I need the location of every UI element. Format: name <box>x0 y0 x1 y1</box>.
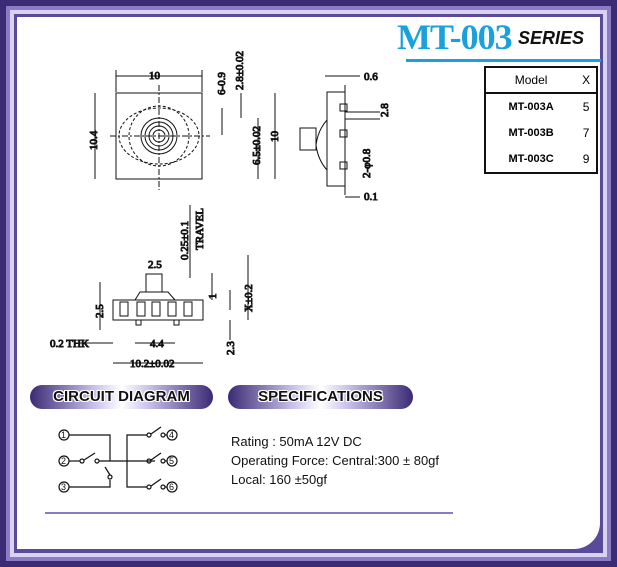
dim-height-left: 2.5 <box>94 304 106 318</box>
pin-5-label: 5 <box>169 456 174 466</box>
front-view-drawing <box>80 205 249 364</box>
dim-leg: 2.3 <box>225 341 237 355</box>
dim-outer: 10 <box>269 131 281 143</box>
dim-side-hole: 2-φ0.8 <box>361 148 373 178</box>
content-panel <box>17 17 600 549</box>
dim-side-bottom: 0.1 <box>364 191 378 203</box>
pin-6-label: 6 <box>169 482 174 492</box>
circuit-diagram: 1 2 3 4 5 6 <box>58 426 178 493</box>
col-x: X <box>576 67 597 94</box>
dim-width: 10 <box>149 70 161 82</box>
dim-inner: 6.5±0.02 <box>251 126 263 165</box>
bottom-divider <box>45 512 453 514</box>
dim-stem: 2.5 <box>148 259 162 271</box>
model-cell: MT-003B <box>508 127 554 139</box>
dim-height: 10.4 <box>88 130 100 150</box>
series-label: SERIES <box>518 28 585 48</box>
pin-1-label: 1 <box>61 430 66 440</box>
dim-side-pitch: 2.8 <box>379 103 391 117</box>
x-cell: 5 <box>582 100 590 114</box>
dim-thk: 0.2 THK <box>50 338 89 350</box>
top-view-drawing <box>94 70 276 190</box>
dim-x: X±0.2 <box>243 284 255 312</box>
x-cell: 7 <box>582 126 590 140</box>
dim-front-width: 10.2±0.02 <box>130 358 175 370</box>
pin-4-label: 4 <box>169 430 174 440</box>
x-cell: 9 <box>582 152 590 166</box>
table-row: MT-003B 7 <box>485 120 597 146</box>
specifications-heading: SPECIFICATIONS <box>228 385 413 409</box>
dim-side-top: 0.6 <box>364 71 378 83</box>
pin-3-label: 3 <box>61 482 66 492</box>
product-title: MT-003 <box>397 17 513 57</box>
spec-rating: Rating : 50mA 12V DC <box>231 434 362 449</box>
circuit-diagram-heading: CIRCUIT DIAGRAM <box>30 385 213 409</box>
title-underline <box>406 59 601 62</box>
spec-local-force: Local: 160 ±50gf <box>231 472 328 487</box>
table-row: MT-003C 9 <box>485 146 597 173</box>
model-cell: MT-003A <box>508 101 554 113</box>
spec-operating-force: Operating Force: Central:300 ± 80gf <box>231 453 440 468</box>
model-cell: MT-003C <box>508 153 554 165</box>
dim-span: 4.4 <box>150 338 164 350</box>
dim-pitch: 6-0.9 <box>216 72 228 95</box>
specifications-list: Rating : 50mA 12V DC Operating Force: Ce… <box>231 432 439 489</box>
dim-travel: 0.25±0.1 <box>179 221 191 260</box>
pin-2-label: 2 <box>61 456 66 466</box>
dim-travel-label: TRAVEL <box>194 208 206 250</box>
dim-pin: 2.8±0.02 <box>234 51 246 90</box>
col-model: Model <box>485 67 577 94</box>
mechanical-drawings: 10 10.4 6-0.9 2.8±0.02 6.5±0.02 10 0.6 2… <box>50 50 392 370</box>
dim-one: 1 <box>207 294 219 300</box>
side-view-drawing <box>299 75 380 198</box>
table-row: MT-003A 5 <box>485 93 597 120</box>
